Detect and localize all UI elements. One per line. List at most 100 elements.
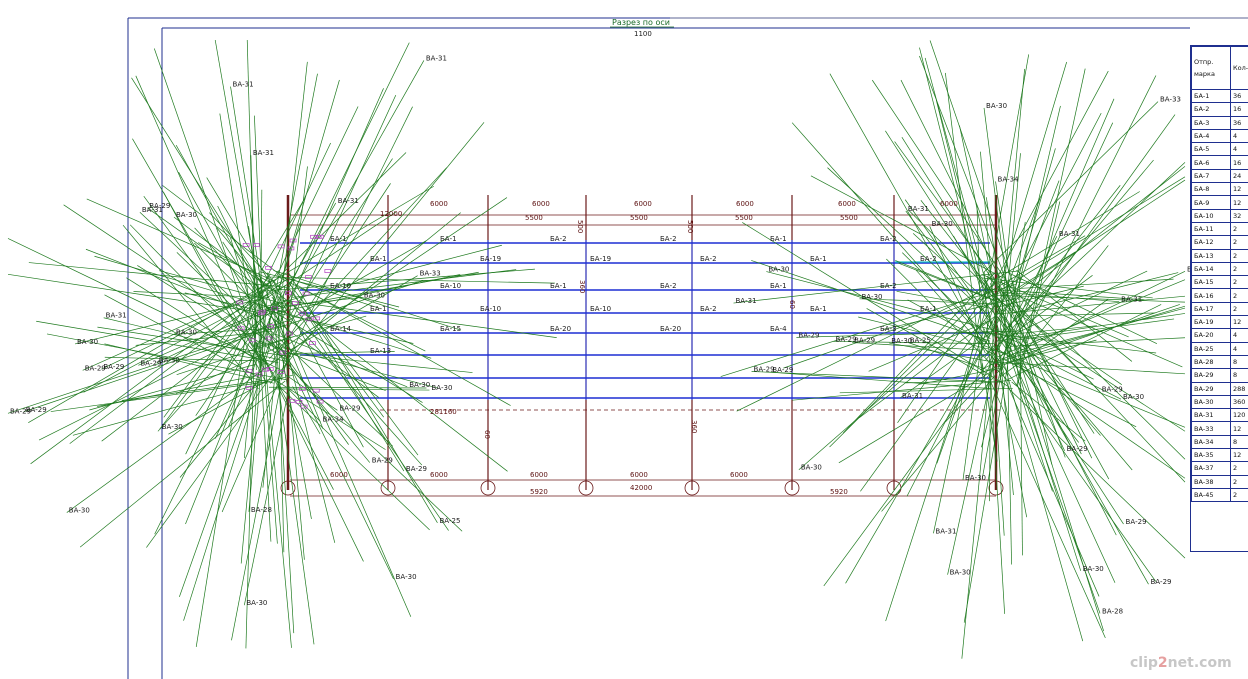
leader-line — [270, 60, 425, 331]
leader-line — [751, 371, 1003, 383]
node-marker — [316, 399, 324, 404]
leader-line — [962, 351, 981, 480]
node-marker — [259, 309, 266, 314]
leader-line — [143, 195, 274, 375]
dimension-mid: 5500 — [630, 214, 648, 222]
leader-label: ВА-29 — [339, 404, 360, 412]
leader-line — [264, 356, 292, 648]
leader-line — [101, 303, 283, 442]
leader-line — [901, 137, 1005, 300]
leader-line — [998, 295, 1186, 315]
leader-line — [280, 354, 371, 463]
leader-line — [173, 216, 274, 291]
spec-mark-cell: БА-3 — [1191, 115, 1231, 130]
leader-label: ВА-29 — [406, 465, 427, 473]
leader-line — [1012, 325, 1097, 335]
spec-mark-cell: БА-16 — [1191, 288, 1231, 303]
dimension-bottom: 6000 — [430, 471, 448, 479]
leader-line — [281, 166, 308, 381]
leader-line — [871, 79, 1012, 288]
leader-line — [1019, 278, 1174, 289]
leader-line — [194, 227, 292, 334]
leader-line — [276, 106, 359, 277]
leader-line — [999, 68, 1025, 332]
spec-qty-cell: 4 — [1230, 328, 1248, 343]
leader-line — [288, 389, 321, 422]
leader-label: ВА-29 — [26, 406, 47, 414]
spec-qty-cell: 2 — [1230, 261, 1248, 277]
spec-qty-cell: 12 — [1230, 448, 1248, 463]
beam-label: БА-1 — [330, 235, 347, 243]
spec-qty-cell: 16 — [1230, 102, 1248, 117]
leader-line — [259, 308, 414, 344]
leader-label: ВА-31 — [233, 81, 254, 89]
leader-line — [292, 292, 405, 472]
leader-line — [258, 319, 393, 447]
leader-line — [838, 369, 995, 464]
beam-label: БА-10 — [480, 305, 501, 313]
leader-label: ВА-31 — [426, 54, 447, 62]
leader-line — [153, 48, 263, 361]
leader-line — [999, 287, 1082, 455]
beam-label: БА-1 — [810, 305, 827, 313]
leader-line — [294, 283, 511, 406]
spec-mark-cell: ВА-29 — [1191, 381, 1231, 396]
spec-mark-cell: ВА-34 — [1191, 434, 1231, 450]
leader-label: ВА-30 — [891, 337, 912, 345]
leader-label: ВА-31 — [1059, 230, 1080, 238]
leader-line — [97, 326, 291, 357]
leader-line — [981, 325, 1100, 597]
leader-line — [984, 339, 1157, 582]
section-mark: 360 — [690, 420, 698, 433]
leader-line — [823, 353, 996, 587]
leader-lines — [7, 39, 1186, 659]
beam-label: БА-2 — [700, 305, 717, 313]
spec-qty-cell: 12 — [1230, 421, 1248, 436]
leader-line — [985, 176, 1186, 300]
dimension-total: 5920 — [530, 488, 548, 496]
leader-line — [985, 291, 1122, 385]
leader-line — [263, 358, 364, 562]
spec-qty-cell: 2 — [1230, 221, 1248, 237]
leader-line — [1014, 314, 1066, 458]
leader-line — [266, 152, 407, 289]
leader-line — [895, 260, 1000, 303]
leader-label: ВА-30 — [431, 384, 452, 392]
leader-line — [999, 279, 1186, 357]
leader-line — [983, 101, 1159, 273]
node-marker — [305, 275, 312, 279]
spec-mark-cell: ВА-28 — [1191, 354, 1231, 370]
leader-line — [230, 237, 264, 345]
spec-qty-cell: 360 — [1230, 394, 1248, 410]
leader-line — [265, 328, 349, 445]
leader-line — [1008, 388, 1186, 559]
leader-line — [899, 332, 992, 399]
leader-line — [195, 298, 277, 416]
leader-line — [1002, 291, 1120, 303]
leader-line — [995, 181, 1009, 273]
leader-line — [842, 272, 996, 434]
leader-line — [992, 297, 1065, 451]
spec-mark-cell: ВА-25 — [1191, 341, 1231, 356]
section-mark: 60 — [788, 300, 796, 309]
leader-line — [963, 337, 1013, 623]
spec-qty-cell: 4 — [1230, 128, 1248, 144]
beam-label: БА-1 — [370, 255, 387, 263]
spec-mark-cell: БА-19 — [1191, 315, 1231, 330]
leader-line — [7, 238, 281, 370]
leader-line — [147, 207, 259, 288]
beam-label: БА-1 — [810, 255, 827, 263]
leader-line — [989, 378, 991, 502]
node-marker — [279, 350, 287, 355]
leader-line — [231, 386, 281, 641]
leader-line — [919, 47, 985, 307]
leader-label: ВА-33 — [1160, 96, 1181, 104]
